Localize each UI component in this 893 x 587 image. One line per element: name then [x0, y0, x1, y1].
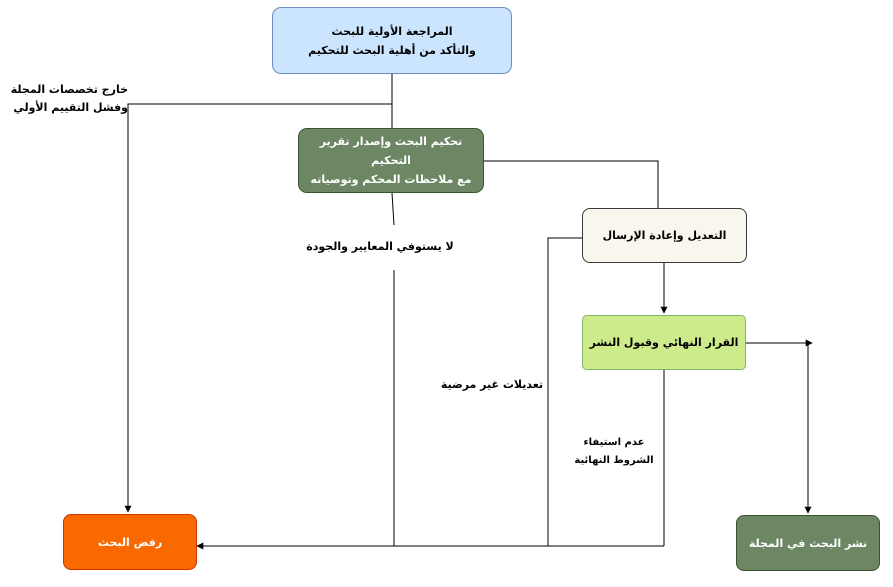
- label-final-conditions-line1: عدم استيفاء: [583, 437, 645, 448]
- label-out-of-scope: خارج تخصصات المجلة وفشل التقييم الأولي: [6, 81, 128, 117]
- edge-revision-to-reject: [547, 237, 582, 546]
- edge-arbitration-to-revision: [484, 160, 659, 208]
- label-final-conditions: عدم استيفاء الشروط النهائية: [572, 434, 656, 470]
- node-arbitration: تحكيم البحث وإصدار تقرير التحكيم مع ملاح…: [298, 128, 484, 193]
- node-revision: التعديل وإعادة الإرسال: [582, 208, 747, 263]
- node-initial-review-line1: المراجعة الأولية للبحث: [331, 24, 453, 38]
- node-reject-label: رفض البحث: [97, 535, 163, 549]
- node-final-decision: القرار النهائي وقبول النشر: [582, 315, 746, 370]
- label-unsatisfactory-revisions: تعديلات غير مرضية: [438, 376, 546, 394]
- label-not-meeting-criteria: لا يستوفي المعايير والجودة: [300, 238, 460, 256]
- label-out-of-scope-line1: خارج تخصصات المجلة: [10, 83, 128, 96]
- label-final-conditions-line2: الشروط النهائية: [574, 455, 654, 466]
- label-not-meeting-criteria-text: لا يستوفي المعايير والجودة: [306, 240, 454, 253]
- edge-review-to-reject: [124, 103, 392, 513]
- node-revision-label: التعديل وإعادة الإرسال: [602, 229, 727, 242]
- node-publish: نشر البحث في المجلة: [736, 515, 880, 571]
- node-reject: رفض البحث: [63, 514, 197, 570]
- label-unsatisfactory-revisions-text: تعديلات غير مرضية: [440, 378, 544, 391]
- node-final-decision-label: القرار النهائي وقبول النشر: [589, 336, 739, 349]
- edge-arbitration-down: [391, 192, 395, 226]
- label-out-of-scope-line2: وفشل التقييم الأولي: [13, 101, 128, 114]
- node-initial-review-line2: والتأكد من أهلية البحث للتحكيم: [308, 43, 476, 57]
- node-arbitration-line1: تحكيم البحث وإصدار تقرير التحكيم: [319, 135, 463, 167]
- node-arbitration-line2: مع ملاحظات المحكم وتوصياته: [310, 173, 472, 186]
- node-initial-review: المراجعة الأولية للبحث والتأكد من أهلية …: [272, 7, 512, 74]
- node-publish-label: نشر البحث في المجلة: [748, 536, 868, 550]
